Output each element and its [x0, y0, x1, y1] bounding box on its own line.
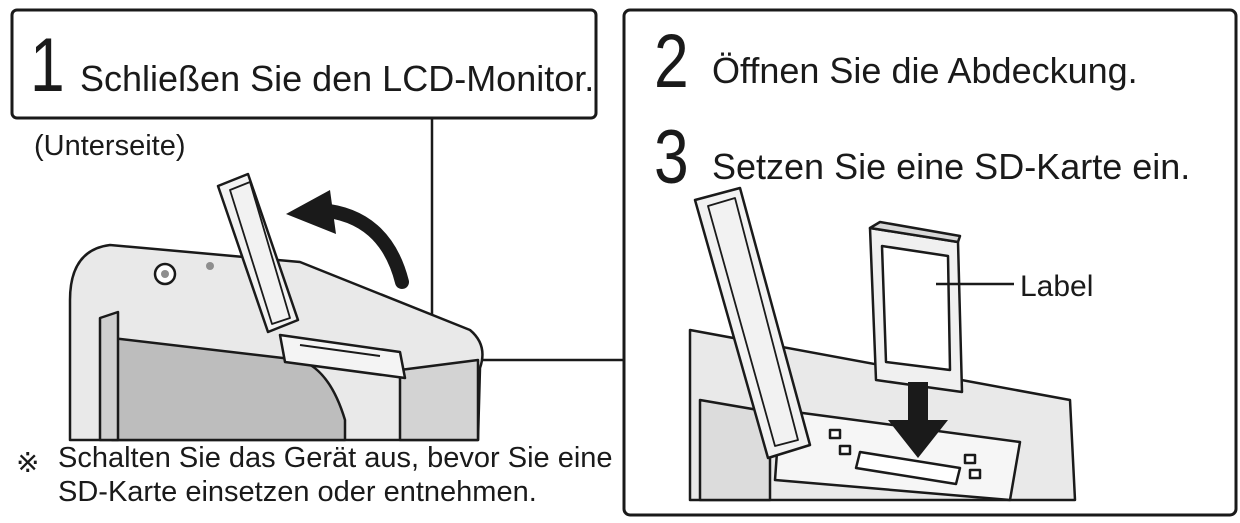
step2-instruction: Öffnen Sie die Abdeckung. — [712, 50, 1138, 91]
note-line-1: Schalten Sie das Gerät aus, bevor Sie ei… — [58, 442, 613, 474]
camera-underside — [68, 172, 484, 442]
underside-view-label: (Unterseite) — [34, 130, 186, 162]
step3-number: 3 — [654, 115, 689, 200]
open-arrow-icon — [313, 203, 409, 289]
step1-box — [10, 8, 598, 120]
camera-closeup — [688, 186, 1077, 502]
step1-instruction: Schließen Sie den LCD-Monitor. — [80, 58, 595, 99]
step1-number: 1 — [30, 23, 65, 108]
insert-arrow-shaft — [908, 382, 928, 426]
card-label-callout: Label — [1020, 270, 1094, 303]
step3-instruction: Setzen Sie eine SD-Karte ein. — [712, 146, 1191, 187]
open-arrow-head-icon — [286, 190, 336, 234]
step2-number: 2 — [654, 19, 689, 104]
note-mark: ※ — [16, 447, 40, 478]
note-line-2: SD-Karte einsetzen oder entnehmen. — [58, 476, 537, 508]
insert-arrow-icon — [888, 420, 948, 458]
